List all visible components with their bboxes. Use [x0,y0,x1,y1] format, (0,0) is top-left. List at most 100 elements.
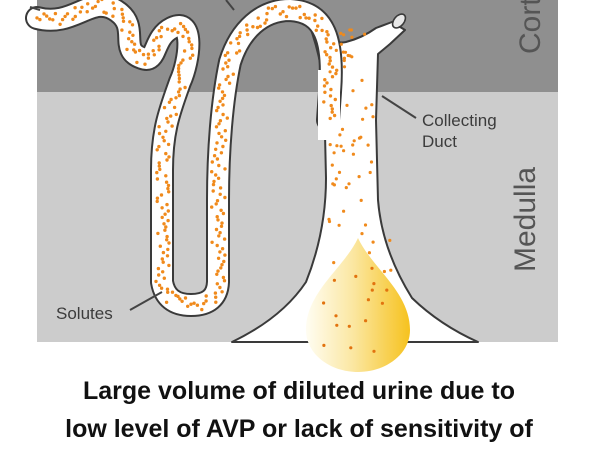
solute-dot [325,81,329,85]
solute-dot [172,105,177,110]
solute-dot [180,299,184,303]
solute-dot [360,232,364,236]
collecting-duct [231,0,479,343]
solute-dot [215,157,220,161]
solute-dot [221,275,226,280]
solute-dot [167,155,171,159]
solute-dot [217,234,221,238]
solute-dot [351,152,355,156]
solute-dot [366,143,370,147]
solute-dot [323,78,327,82]
solute-dot [155,199,159,204]
solute-dot [162,105,167,110]
solute-dot [210,160,214,164]
solute-dot [181,24,186,29]
solute-dot [344,186,348,190]
solute-dot [327,219,332,224]
solute-dot [155,148,159,152]
solute-dot [219,224,224,228]
solute-dot [159,193,164,197]
solute-dot [157,273,161,277]
solute-dot [229,41,233,45]
solute-dot [215,108,219,113]
solute-dot [183,27,188,32]
solute-dot [178,87,182,91]
solute-dot [178,297,182,301]
solute-dot [218,119,223,123]
solute-dot [372,349,376,353]
solute-dot [357,175,361,179]
solute-dot [273,4,278,9]
solute-dot [176,66,181,71]
solute-dot [159,34,163,39]
solute-dot [146,56,151,60]
solute-dot [204,294,208,298]
solute-dot [217,86,221,90]
solute-dot [169,97,173,102]
solute-dot [329,103,333,108]
solute-dot [186,304,190,308]
solute-dot [330,110,334,114]
solute-dot [93,4,98,9]
solute-dot [326,33,330,37]
solute-dot [164,129,168,133]
solute-dot [216,269,220,273]
solute-dot [349,346,353,350]
solute-dot [258,24,262,28]
solute-dot [284,14,289,19]
solute-dot [177,93,182,98]
solute-dot [154,36,159,40]
solute-dot [302,12,306,17]
solute-dot [157,144,161,149]
solute-dot [328,116,332,121]
solute-dot [371,240,375,244]
solute-dot [157,48,161,52]
solute-dot [177,63,181,68]
solutes-label: Solutes [56,304,113,323]
solute-dot [165,254,170,258]
solute-dot [227,58,231,62]
solute-dot [176,30,180,35]
solute-dot [221,211,226,216]
solute-dot [343,50,348,54]
solute-dot [160,206,164,210]
solute-dot [218,192,222,196]
solute-dot [354,274,358,278]
solute-dot [155,196,160,200]
solute-dot [162,222,166,226]
solute-dot [367,251,371,255]
urine-drop [306,238,410,372]
solute-dot [328,143,332,147]
solute-dot [294,6,298,10]
solute-dot [167,263,171,268]
solute-dot [162,139,166,143]
solute-dot [323,50,327,54]
solute-dot [221,103,225,107]
solute-dot [329,87,333,92]
solute-dot [328,55,332,60]
solute-dot [329,46,333,50]
solute-dot [325,53,329,57]
solute-dot [58,22,62,26]
solute-dot [359,135,363,139]
solute-dot [166,183,171,188]
solute-dot [342,209,346,213]
solute-dot [334,71,338,76]
solute-dot [226,74,230,79]
solute-dot [218,250,222,254]
solute-dot [214,227,219,232]
solute-dot [35,16,39,20]
solute-dot [330,65,335,69]
solute-dot [224,77,228,82]
solute-dot [120,28,124,32]
solute-dot [216,256,221,260]
solute-dot [342,56,346,60]
solute-dot [220,90,225,94]
solute-dot [121,19,126,23]
solute-dot [221,144,225,149]
solute-dot [155,170,159,175]
solute-dot [223,253,227,257]
solute-dot [266,6,271,10]
solute-dot [146,52,151,56]
